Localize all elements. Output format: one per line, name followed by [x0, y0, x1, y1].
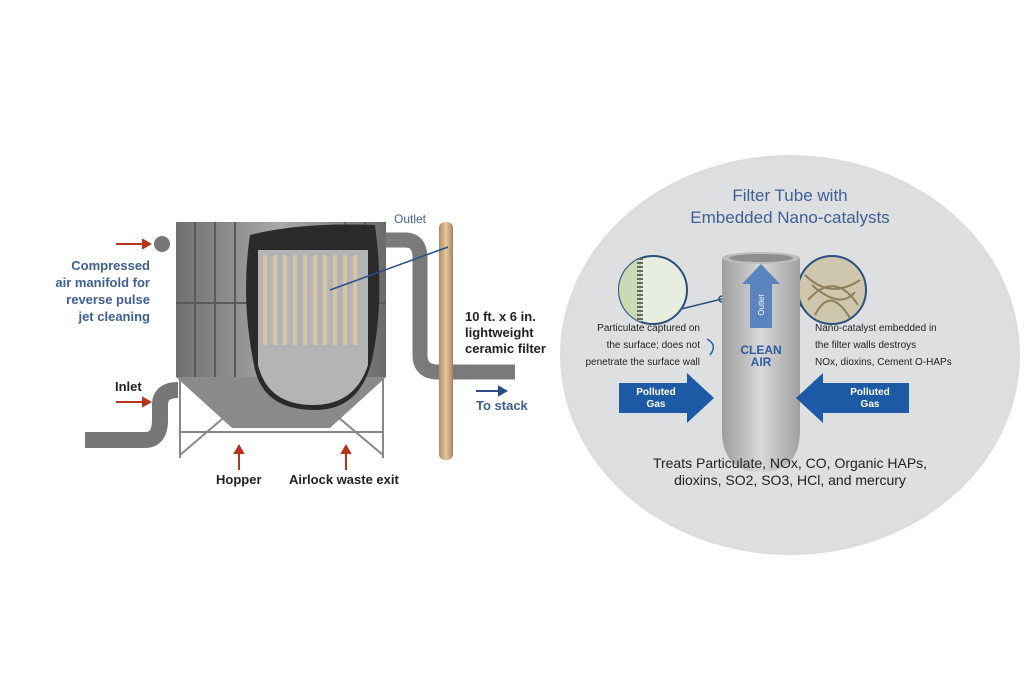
- polluted-gas-line: Gas: [647, 399, 666, 410]
- manifold-label-line: air manifold for: [55, 275, 150, 290]
- caption-line: Nano-catalyst embedded in: [815, 323, 937, 334]
- polluted-gas-line: Gas: [861, 399, 880, 410]
- filter-tubes: [263, 255, 357, 345]
- outlet-arrow-label: Outlet: [757, 294, 766, 316]
- clean-air-label: CLEAN AIR: [740, 343, 781, 369]
- polluted-gas-line: Polluted: [850, 387, 889, 398]
- outlet-pipe: [386, 232, 515, 380]
- curved-arrow-icon: [706, 338, 715, 356]
- outlet-arrow: Outlet: [742, 264, 780, 328]
- filter-label-line: 10 ft. x 6 in.: [465, 309, 536, 324]
- inlet-label: Inlet: [115, 379, 142, 394]
- filter-tube-title: Filter Tube with Embedded Nano-catalysts: [690, 186, 889, 227]
- filter-label-line: ceramic filter: [465, 341, 546, 356]
- baghouse-illustration: [85, 222, 515, 470]
- caption-line: penetrate the surface wall: [585, 357, 700, 368]
- to-stack-arrow: [476, 385, 509, 397]
- manifold-ball: [154, 236, 170, 252]
- manifold-label-line: Compressed: [71, 258, 150, 273]
- caption-line: Particulate captured on: [597, 323, 700, 334]
- surface-magnifier: [618, 255, 726, 325]
- to-stack-label: To stack: [476, 398, 529, 413]
- caption-line: the surface; does not: [607, 340, 701, 351]
- filter-label: 10 ft. x 6 in. lightweight ceramic filte…: [465, 309, 546, 356]
- title-line: Embedded Nano-catalysts: [690, 208, 889, 227]
- polluted-gas-arrow-right: Polluted Gas: [796, 373, 909, 423]
- filter-tube: [722, 258, 800, 472]
- red-arrows: [116, 238, 352, 470]
- manifold-label-line: jet cleaning: [77, 309, 150, 324]
- clean-air-line: CLEAN: [740, 343, 781, 357]
- airlock-label: Airlock waste exit: [289, 472, 399, 487]
- title-line: Filter Tube with: [732, 186, 847, 205]
- ceramic-filter: [439, 222, 453, 460]
- inlet-pipe: [85, 382, 179, 448]
- hopper-label: Hopper: [216, 472, 262, 487]
- clean-air-line: AIR: [751, 355, 772, 369]
- manifold-label: Compressed air manifold for reverse puls…: [55, 258, 150, 324]
- treats-line: Treats Particulate, NOx, CO, Organic HAP…: [653, 455, 927, 471]
- filter-label-line: lightweight: [465, 325, 534, 340]
- outlet-label: Outlet: [394, 212, 427, 226]
- treats-line: dioxins, SO2, SO3, HCl, and mercury: [674, 472, 906, 488]
- caption-line: NOx, dioxins, Cement O-HAPs: [815, 357, 952, 368]
- caption-line: the filter walls destroys: [815, 340, 916, 351]
- treats-text: Treats Particulate, NOx, CO, Organic HAP…: [653, 455, 927, 488]
- catalyst-caption: Nano-catalyst embedded in the filter wal…: [815, 323, 952, 368]
- manifold-label-line: reverse pulse: [66, 292, 150, 307]
- polluted-gas-line: Polluted: [636, 387, 675, 398]
- surface-caption: Particulate captured on the surface; doe…: [585, 323, 700, 368]
- polluted-gas-arrow-left: Polluted Gas: [619, 373, 714, 423]
- pointer-line: [329, 246, 449, 291]
